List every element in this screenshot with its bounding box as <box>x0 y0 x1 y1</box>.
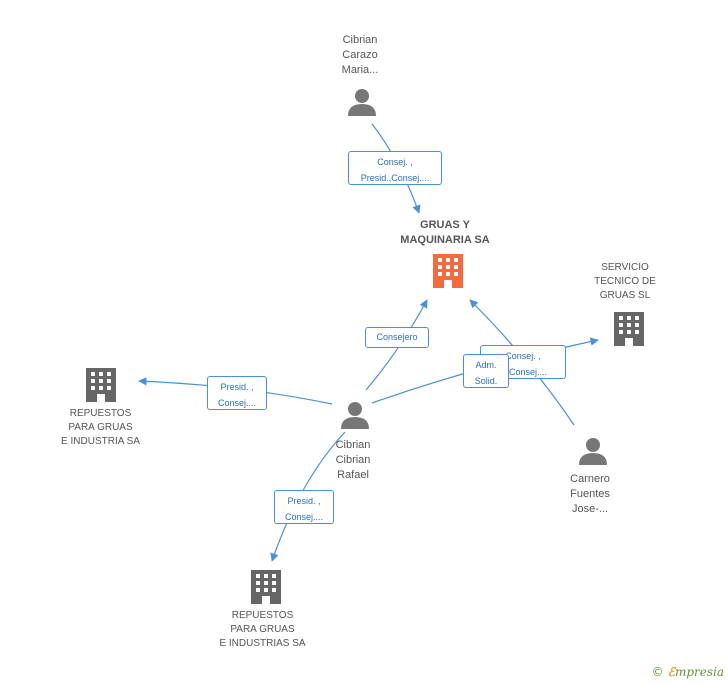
person-icon-rafael[interactable] <box>341 402 369 429</box>
building-icon-servicio[interactable] <box>614 312 644 346</box>
node-label-gruas-maquinaria[interactable]: GRUAS Y MAQUINARIA SA <box>400 219 490 246</box>
edge-label-rafael-servicio[interactable]: Adm. Solid. <box>463 354 509 388</box>
edge-label-rafael-repuestos-sas[interactable]: Presid. , Consej.... <box>274 490 334 524</box>
node-label-repuestos-sas[interactable]: REPUESTOS PARA GRUAS E INDUSTRIAS SA <box>219 610 306 649</box>
empresia-logo: ©ℰmpresia <box>652 665 724 679</box>
node-label-repuestos-sa[interactable]: REPUESTOS PARA GRUAS E INDUSTRIA SA <box>61 408 140 447</box>
building-icon-repuestos-sa[interactable] <box>86 368 116 402</box>
edge-label-carazo-gruas[interactable]: Consej. , Presid.,Consej.... <box>348 151 442 185</box>
edge-rafael-repuestos-sas <box>270 431 346 562</box>
node-label-cibrian-rafael[interactable]: Cibrian Cibrian Rafael <box>335 439 371 481</box>
building-icon-main[interactable] <box>433 254 463 288</box>
building-icon-repuestos-sas[interactable] <box>251 570 281 604</box>
brand-name: mpresia <box>674 665 724 679</box>
node-label-carnero-fuentes[interactable]: Carnero Fuentes Jose-... <box>570 473 610 515</box>
copyright-icon: © <box>651 665 664 679</box>
node-label-servicio-tecnico[interactable]: SERVICIO TECNICO DE GRUAS SL <box>594 262 656 301</box>
node-label-cibrian-carazo[interactable]: Cibrian Carazo Maria... <box>341 34 379 76</box>
brand-letter: ℰ <box>667 665 675 679</box>
person-icon-carazo[interactable] <box>348 89 376 116</box>
edge-label-rafael-gruas[interactable]: Consejero <box>365 327 429 348</box>
edge-label-rafael-repuestos-sa[interactable]: Presid. , Consej.... <box>207 376 267 410</box>
person-icon-carnero[interactable] <box>579 438 607 465</box>
